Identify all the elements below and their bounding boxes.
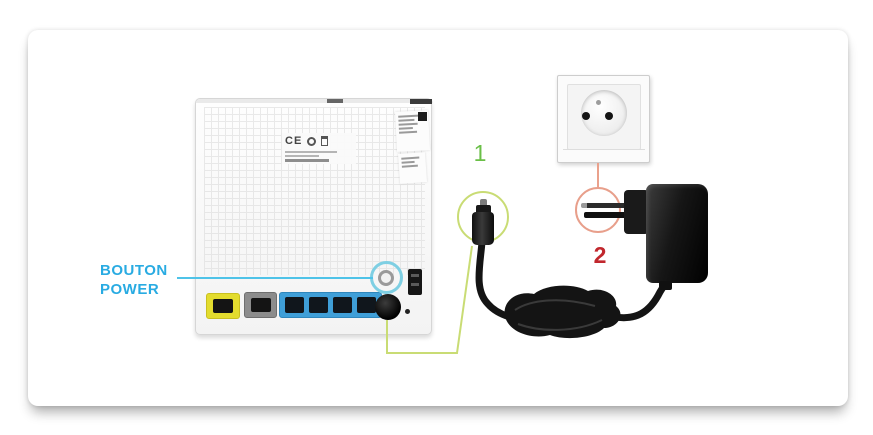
adapter-prong — [581, 203, 627, 208]
dc-connector-neck — [476, 205, 491, 214]
wall-socket — [557, 75, 650, 163]
dc-connector — [471, 199, 496, 245]
router-top-edge — [196, 99, 433, 103]
lan-port-1 — [285, 297, 304, 313]
usb-port — [408, 269, 422, 295]
label-text-line — [285, 151, 337, 153]
adapter-prong — [584, 212, 627, 218]
step-2-highlight-circle — [575, 187, 621, 233]
label-text-line — [285, 159, 329, 162]
socket-hole-left — [582, 112, 590, 120]
lan-port-2 — [309, 297, 328, 313]
lan-port-4 — [357, 297, 376, 313]
adapter-plug-head — [624, 190, 649, 234]
socket-hole-right — [605, 112, 613, 120]
dc-connector-tip — [480, 199, 487, 206]
router-back-panel: CE — [195, 98, 433, 335]
certification-label: CE — [282, 133, 356, 164]
socket-ground-pin — [596, 100, 601, 105]
power-button-highlight-circle — [370, 261, 403, 294]
adapter-cable-exit — [659, 281, 672, 290]
lan-ports-panel — [279, 292, 382, 318]
power-jack — [375, 294, 401, 320]
lan-port-3 — [333, 297, 352, 313]
qr-code — [418, 112, 427, 121]
step-1-label: 1 — [473, 140, 487, 166]
socket-plate-seam — [563, 149, 645, 150]
reset-pinhole — [405, 309, 410, 314]
socket-annotation-line — [597, 163, 599, 188]
step-2-label: 2 — [593, 242, 607, 268]
power-button-pointer-line — [177, 277, 373, 279]
power-button-label-line1: BOUTON — [100, 262, 168, 279]
router-top-mark — [327, 99, 343, 103]
ce-mark: CE — [285, 135, 303, 147]
router-top-mark — [410, 99, 432, 104]
info-sticker — [397, 152, 428, 184]
weee-bin-icon — [321, 136, 329, 146]
wan-port-hole — [250, 298, 271, 312]
dsl-port — [206, 293, 240, 319]
certification-circle-icon — [307, 136, 317, 146]
power-button-label-line2: POWER — [100, 281, 160, 298]
power-button-label: BOUTON POWER — [100, 261, 168, 299]
diagram-card: CE — [28, 30, 848, 406]
label-text-line — [285, 155, 319, 157]
dsl-port-hole — [213, 299, 233, 313]
dc-connector-body — [472, 212, 494, 245]
wan-port — [244, 292, 277, 318]
power-adapter-body — [646, 184, 708, 283]
